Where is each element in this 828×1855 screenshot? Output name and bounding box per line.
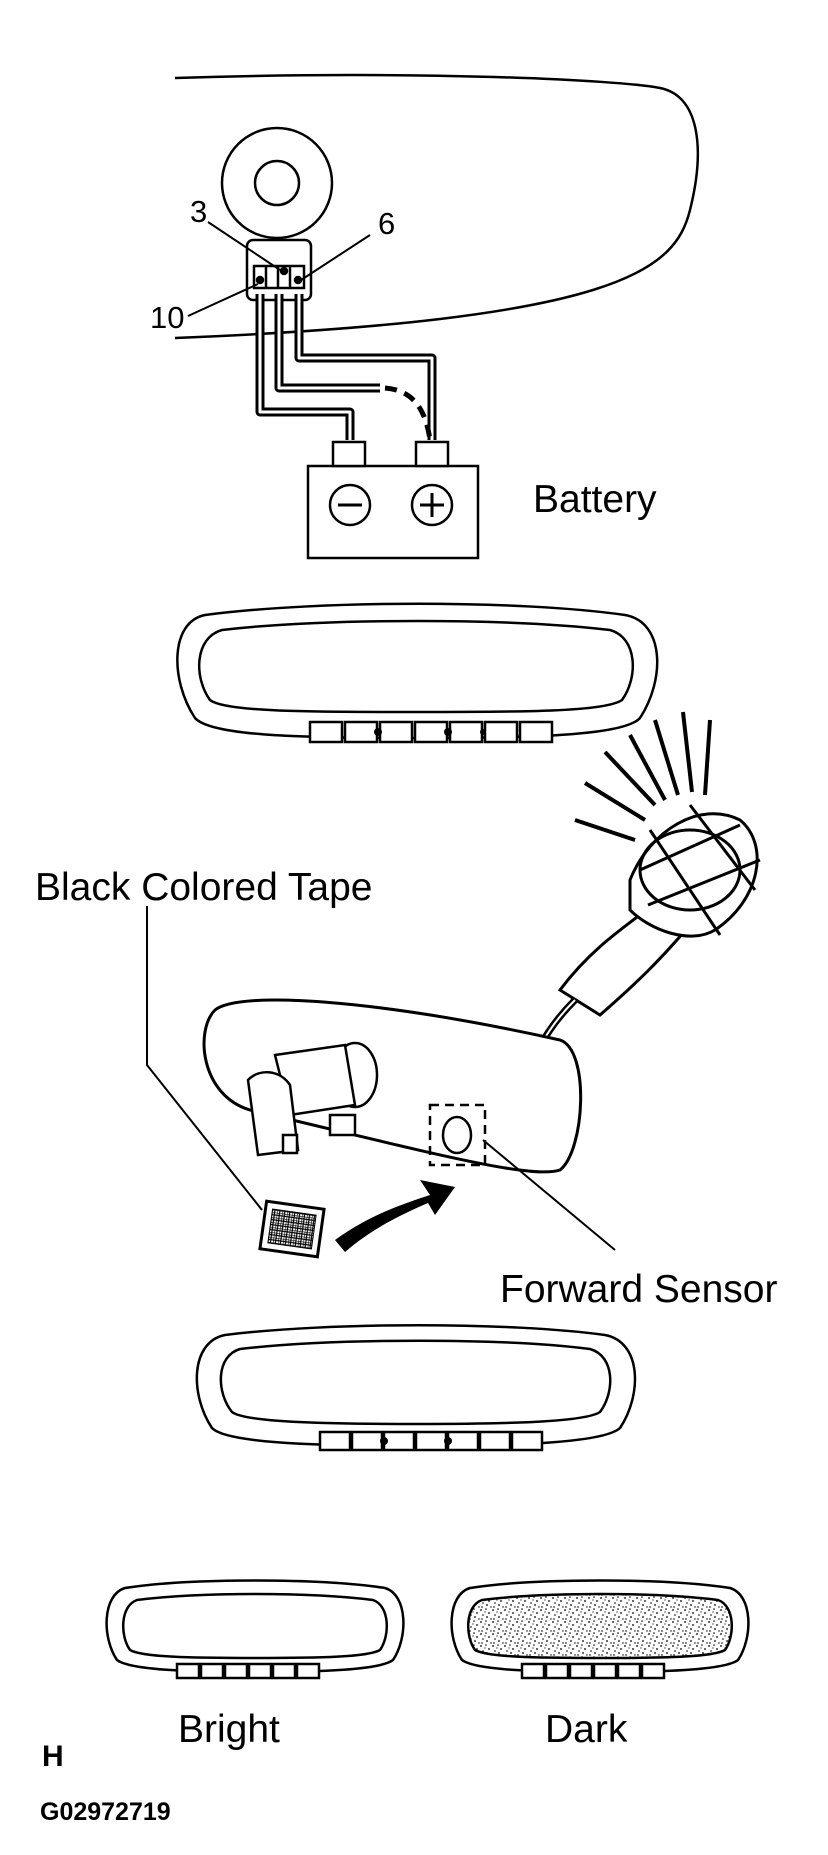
mirror-front-1 xyxy=(176,602,659,744)
figure-letter: H xyxy=(42,1740,64,1773)
mirror-front-2-indicators xyxy=(380,1437,452,1445)
pin-6-label: 6 xyxy=(378,206,396,241)
work-lamp xyxy=(557,804,761,1017)
mirror-front-2 xyxy=(195,1324,637,1452)
mirror-mount-disc xyxy=(220,126,334,240)
mirror-dark xyxy=(450,1579,750,1680)
dark-label: Dark xyxy=(545,1708,628,1751)
forward-sensor-box xyxy=(428,1103,487,1167)
wiring-inner xyxy=(258,294,434,440)
jumper-dashed xyxy=(384,385,433,441)
figure-code: G02972719 xyxy=(40,1798,171,1826)
sensor-leader-lines xyxy=(146,906,616,1251)
windshield-outline xyxy=(174,73,699,340)
application-arrow xyxy=(335,1180,455,1252)
mirror-bright xyxy=(105,1579,405,1680)
battery-symbols xyxy=(338,493,444,517)
bright-label: Bright xyxy=(178,1708,280,1751)
pin-3-label: 3 xyxy=(190,194,208,229)
mirror-front-1-indicators xyxy=(374,728,486,736)
battery-positive-symbol: + xyxy=(421,486,422,487)
black-tape-label: Black Colored Tape xyxy=(35,866,373,909)
battery xyxy=(306,440,480,560)
forward-sensor-label: Forward Sensor xyxy=(500,1268,778,1311)
mount-bracket xyxy=(246,1041,379,1157)
pin-10-label: 10 xyxy=(150,300,185,335)
mirror-rear xyxy=(202,998,583,1174)
leader-lines xyxy=(187,221,371,317)
black-tape xyxy=(258,1199,326,1259)
light-rays xyxy=(574,711,712,842)
battery-negative-symbol: − xyxy=(331,486,332,487)
battery-label: Battery xyxy=(533,478,657,521)
wiring xyxy=(255,294,437,440)
